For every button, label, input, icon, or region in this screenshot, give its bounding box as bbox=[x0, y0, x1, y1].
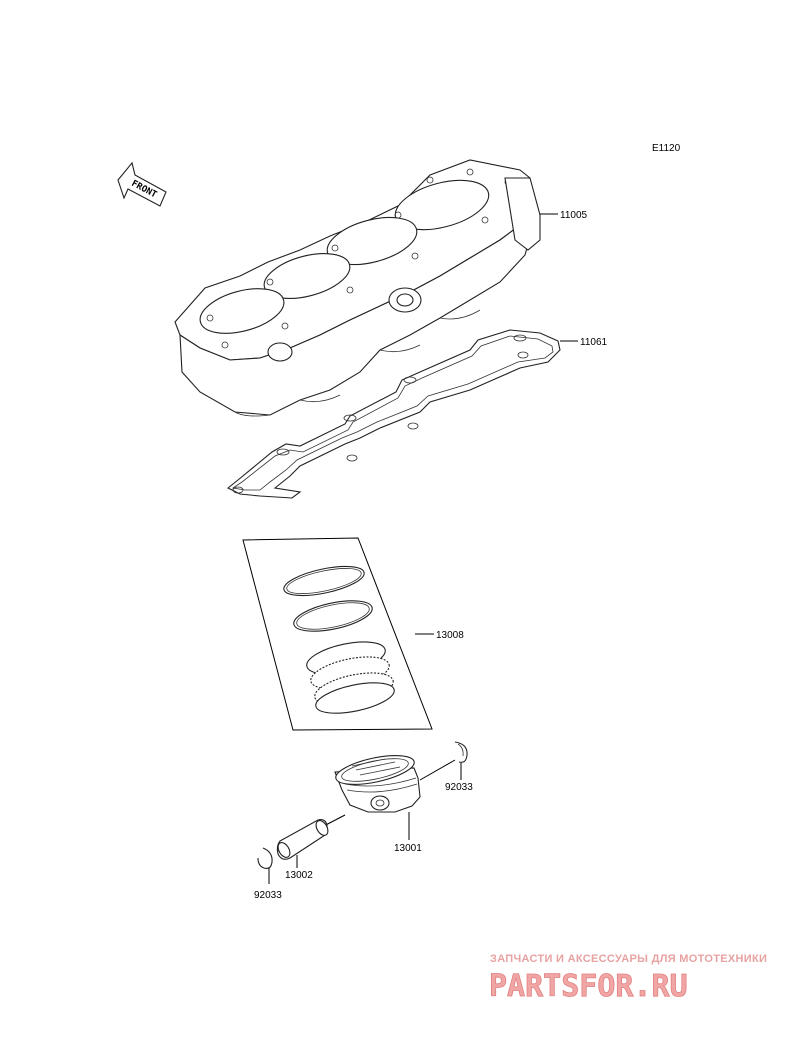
piston-pin bbox=[276, 819, 329, 860]
part-label-13001: 13001 bbox=[394, 843, 422, 854]
part-label-13002: 13002 bbox=[285, 870, 313, 881]
part-label-92033-right: 92033 bbox=[445, 782, 473, 793]
watermark-tagline: ЗАПЧАСТИ И АКСЕССУАРЫ ДЛЯ МОТОТЕХНИКИ bbox=[490, 953, 767, 965]
part-label-92033-left: 92033 bbox=[254, 890, 282, 901]
circlip-left bbox=[257, 847, 273, 869]
front-arrow-icon: FRONT bbox=[117, 161, 167, 207]
diagram-code: E1120 bbox=[652, 143, 681, 154]
axis-line-right bbox=[419, 759, 456, 781]
circlip-right bbox=[454, 741, 468, 763]
watermark-logo: PARTSFOR.RU bbox=[489, 969, 688, 1004]
part-label-13008: 13008 bbox=[436, 630, 464, 641]
piston bbox=[334, 755, 421, 813]
part-label-11061: 11061 bbox=[580, 337, 608, 348]
piston-ring-set bbox=[242, 537, 433, 731]
base-gasket bbox=[226, 329, 561, 499]
part-label-11005: 11005 bbox=[560, 210, 588, 221]
cylinder-block bbox=[174, 159, 541, 417]
